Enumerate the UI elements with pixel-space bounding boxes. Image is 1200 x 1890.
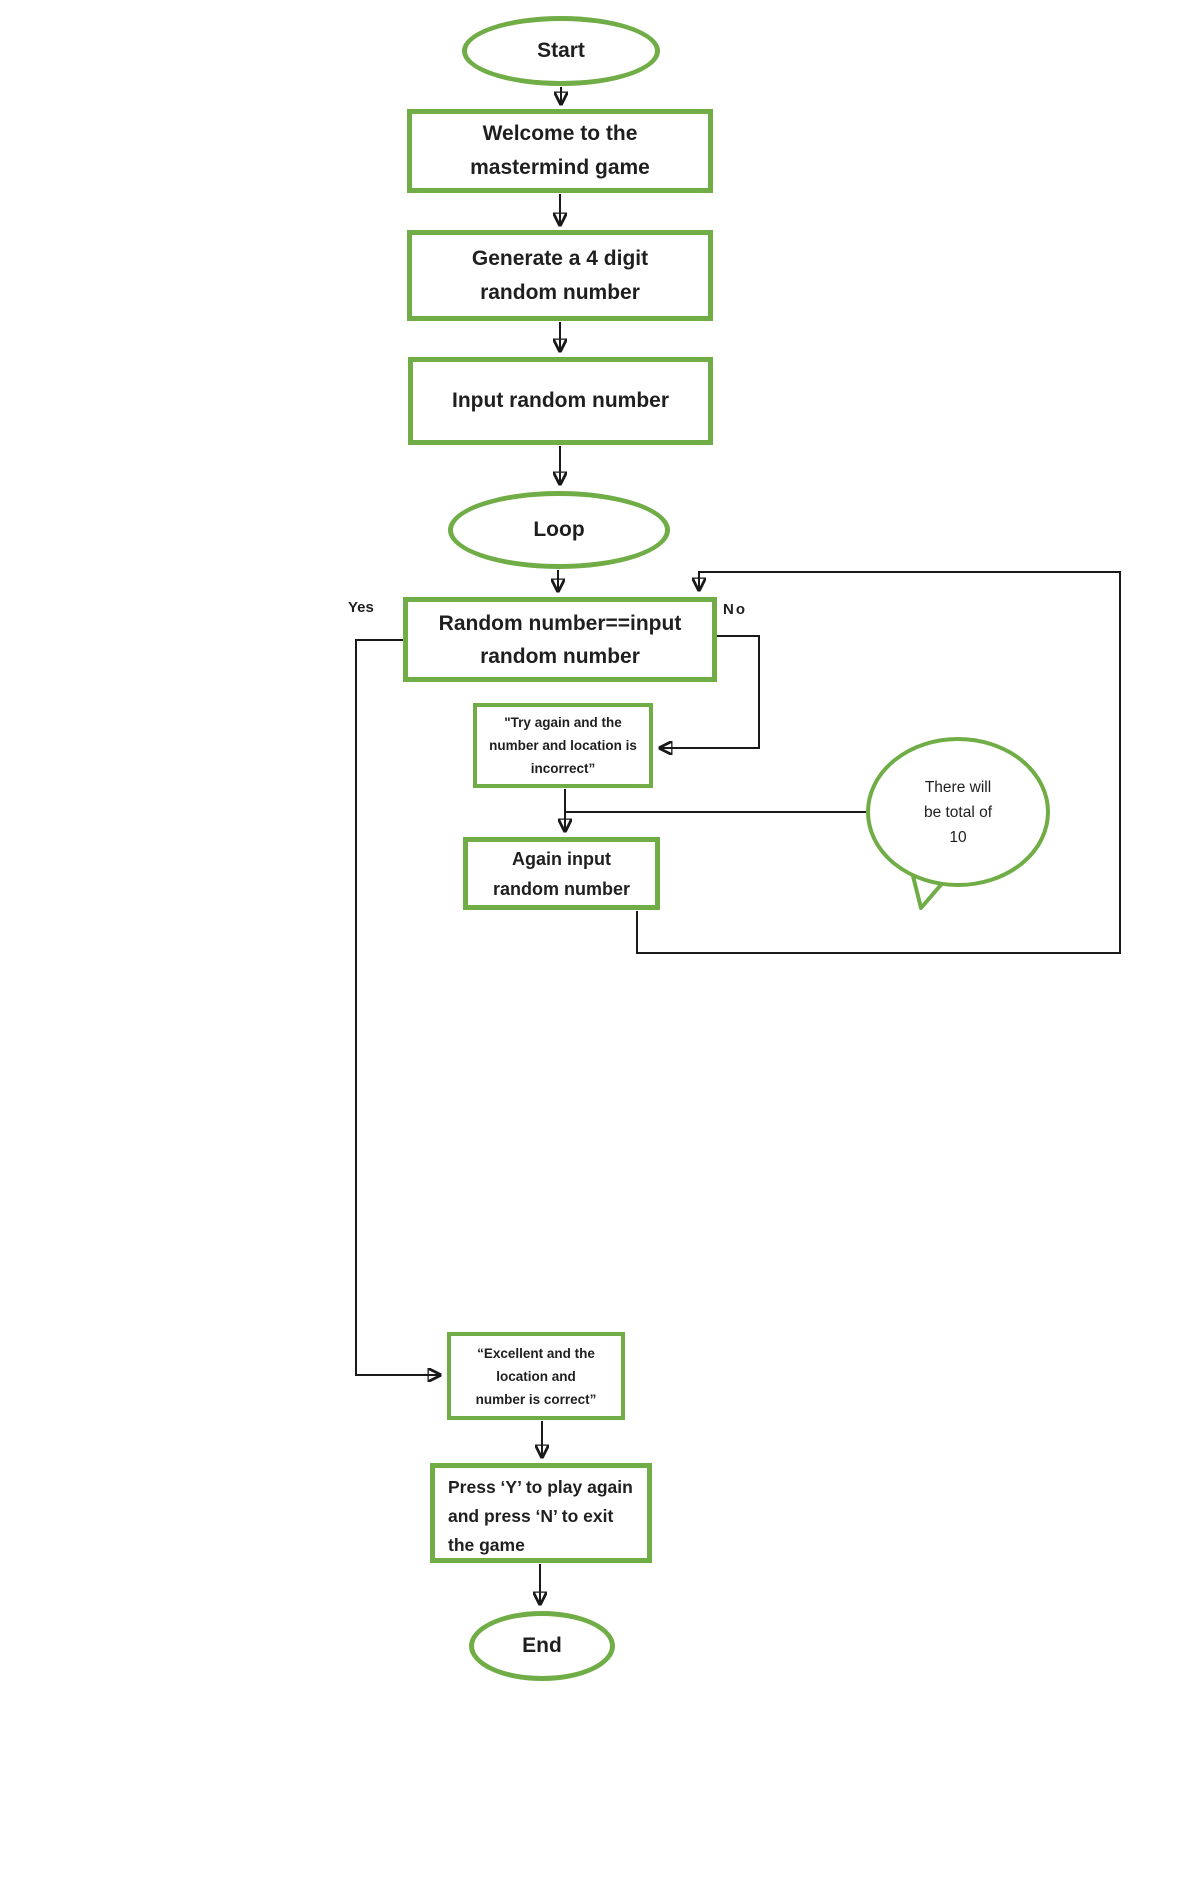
try-again-line-2: number and location is — [489, 738, 637, 753]
callout-line-3: 10 — [949, 828, 967, 846]
callout-line-1: There will — [924, 778, 992, 796]
try-again-message-box: "Try again and the number and location i… — [473, 703, 653, 788]
press-line-1: Press ‘Y’ to play again — [448, 1476, 633, 1497]
start-terminator: Start — [462, 16, 660, 86]
again-input-line-1: Again input — [512, 848, 611, 869]
edge-no-to-tryagain — [660, 635, 760, 748]
welcome-process-box: Welcome to the mastermind game — [407, 109, 713, 193]
generate-line-2: random number — [480, 280, 640, 304]
input-label: Input random number — [452, 389, 669, 412]
try-again-line-3: incorrect” — [530, 761, 596, 776]
press-line-3: the game — [448, 1534, 525, 1555]
callout-text: There will be total of 10 — [880, 772, 1036, 852]
excellent-line-3: number is correct” — [475, 1391, 597, 1407]
start-label: Start — [537, 39, 585, 62]
callout-line-2: be total of — [923, 803, 993, 821]
press-line-2: and press ‘N’ to exit — [448, 1505, 614, 1526]
welcome-line-2: mastermind game — [470, 156, 650, 179]
loop-label: Loop — [533, 518, 585, 541]
callout-bubble — [866, 737, 1050, 887]
input-process-box: Input random number — [408, 357, 713, 445]
no-edge-label: No — [723, 601, 747, 618]
edge-yes-to-excellent — [355, 639, 440, 1375]
decision-box: Random number==input random number — [403, 597, 717, 682]
again-input-line-2: random number — [492, 878, 630, 899]
decision-line-2: random number — [480, 644, 640, 668]
end-terminator: End — [469, 1611, 615, 1681]
welcome-line-1: Welcome to the — [482, 122, 638, 145]
decision-line-1: Random number==input — [438, 611, 682, 635]
excellent-line-2: location and — [496, 1368, 576, 1384]
generate-process-box: Generate a 4 digit random number — [407, 230, 713, 321]
end-label: End — [522, 1634, 562, 1657]
loop-terminator: Loop — [448, 491, 670, 569]
excellent-message-box: “Excellent and the location and number i… — [447, 1332, 625, 1420]
yes-edge-label: Yes — [348, 599, 374, 616]
generate-line-1: Generate a 4 digit — [471, 246, 649, 270]
press-key-process-box: Press ‘Y’ to play again and press ‘N’ to… — [430, 1463, 652, 1563]
edge-feedback-loop — [636, 571, 1121, 954]
again-input-process-box: Again input random number — [463, 837, 660, 910]
try-again-line-1: "Try again and the — [504, 715, 622, 730]
excellent-line-1: “Excellent and the — [477, 1345, 595, 1361]
